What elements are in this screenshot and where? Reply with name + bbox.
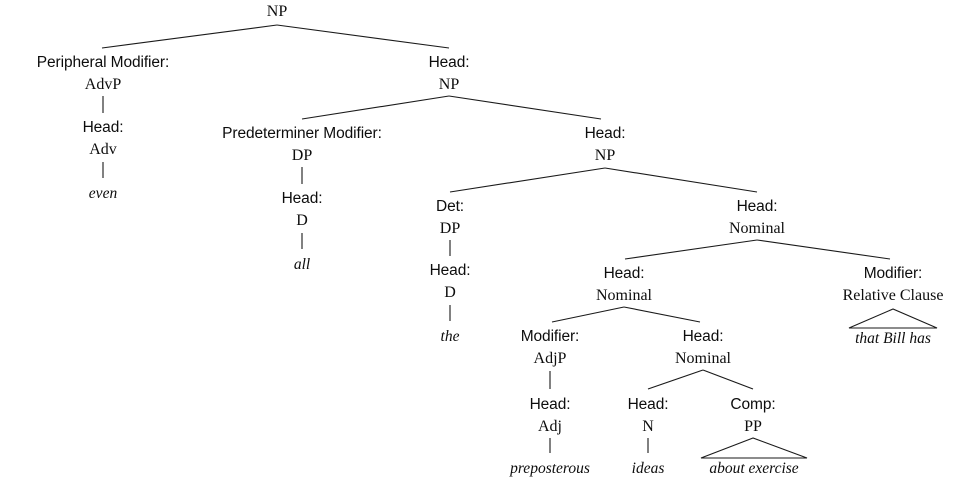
- tree-edge-n8-n11: [756, 239, 891, 260]
- node-category-label: Nominal: [675, 349, 731, 367]
- node-function-label: Head:: [281, 190, 323, 207]
- tree-node-adj-14: Head: Adj: [530, 397, 571, 435]
- node-category-label: D: [296, 211, 308, 229]
- node-function-label: Head:: [429, 262, 471, 279]
- tree-edge-n13-n15: [647, 369, 704, 390]
- node-function-label: Predeterminer Modifier:: [222, 125, 382, 142]
- tree-edge-n0-n2: [276, 24, 450, 49]
- tree-node-np-5: Head: NP: [585, 126, 626, 164]
- node-category-label: NP: [266, 3, 288, 20]
- tree-node-np-2: Head: NP: [429, 55, 470, 93]
- tree-triangle-n16-t6: [700, 437, 808, 459]
- node-category-label: AdvP: [84, 75, 122, 93]
- node-function-label: Head:: [584, 125, 626, 142]
- tree-edge-n8-n10: [624, 239, 758, 260]
- tree-node-d-6: Head: D: [282, 191, 323, 229]
- node-category-label: Nominal: [596, 286, 652, 304]
- tree-edge-n5-n8: [604, 167, 758, 193]
- node-function-label: Head:: [627, 396, 669, 413]
- tree-node-adjp-12: Modifier: AdjP: [521, 329, 580, 367]
- tree-terminal-all: all: [293, 256, 311, 273]
- tree-terminal-about-exercise: about exercise: [709, 460, 799, 477]
- node-function-label: Det:: [435, 198, 465, 215]
- tree-node-dp-4: Predeterminer Modifier: DP: [222, 126, 382, 164]
- node-function-label: Modifier:: [863, 265, 923, 282]
- tree-node-nominal-8: Head: Nominal: [729, 199, 785, 237]
- node-category-label: Nominal: [729, 219, 785, 237]
- tree-terminal-ideas: ideas: [631, 460, 665, 477]
- tree-node-dp-7: Det: DP: [436, 199, 464, 237]
- tree-edge-n10-n12: [551, 306, 625, 323]
- tree-edge-n13-n16: [702, 369, 754, 390]
- tree-terminal-the: the: [440, 328, 460, 345]
- node-function-label: Head:: [82, 119, 124, 136]
- node-category-label: PP: [744, 417, 762, 435]
- tree-edge-n2-n4: [301, 95, 450, 120]
- tree-node-np-0: NP: [267, 4, 287, 20]
- tree-triangle-n11-t3: [848, 308, 938, 329]
- tree-edge-n2-n5: [448, 95, 602, 120]
- tree-terminal-that-bill-has: that Bill has: [855, 330, 931, 347]
- tree-node-relative-clause-11: Modifier: Relative Clause: [843, 266, 944, 304]
- node-function-label: Peripheral Modifier:: [36, 54, 170, 71]
- node-category-label: D: [444, 283, 456, 301]
- node-function-label: Head:: [682, 328, 724, 345]
- node-function-label: Head:: [603, 265, 645, 282]
- node-category-label: Adv: [89, 140, 117, 158]
- node-category-label: NP: [438, 75, 460, 93]
- tree-edge-n0-n1: [101, 24, 278, 49]
- tree-node-nominal-13: Head: Nominal: [675, 329, 731, 367]
- node-category-label: AdjP: [533, 349, 567, 367]
- node-category-label: DP: [291, 146, 313, 164]
- tree-node-n-15: Head: N: [628, 397, 669, 435]
- node-function-label: Modifier:: [520, 328, 580, 345]
- tree-terminal-preposterous: preposterous: [510, 460, 590, 477]
- tree-node-pp-16: Comp: PP: [730, 397, 775, 435]
- tree-edge-n10-n13: [623, 306, 701, 323]
- tree-node-d-9: Head: D: [430, 263, 471, 301]
- node-category-label: Relative Clause: [842, 286, 944, 304]
- node-category-label: Adj: [538, 417, 562, 435]
- node-category-label: DP: [439, 219, 461, 237]
- node-category-label: NP: [594, 146, 616, 164]
- node-function-label: Head:: [529, 396, 571, 413]
- tree-node-nominal-10: Head: Nominal: [596, 266, 652, 304]
- node-category-label: N: [642, 417, 654, 435]
- node-function-label: Head:: [428, 54, 470, 71]
- tree-terminal-even: even: [88, 185, 118, 202]
- tree-edge-n5-n7: [449, 167, 606, 193]
- node-function-label: Head:: [736, 198, 778, 215]
- tree-node-advp-1: Peripheral Modifier: AdvP: [36, 54, 170, 93]
- node-function-label: Comp:: [730, 396, 776, 413]
- tree-node-adv-3: Head: Adv: [83, 120, 124, 158]
